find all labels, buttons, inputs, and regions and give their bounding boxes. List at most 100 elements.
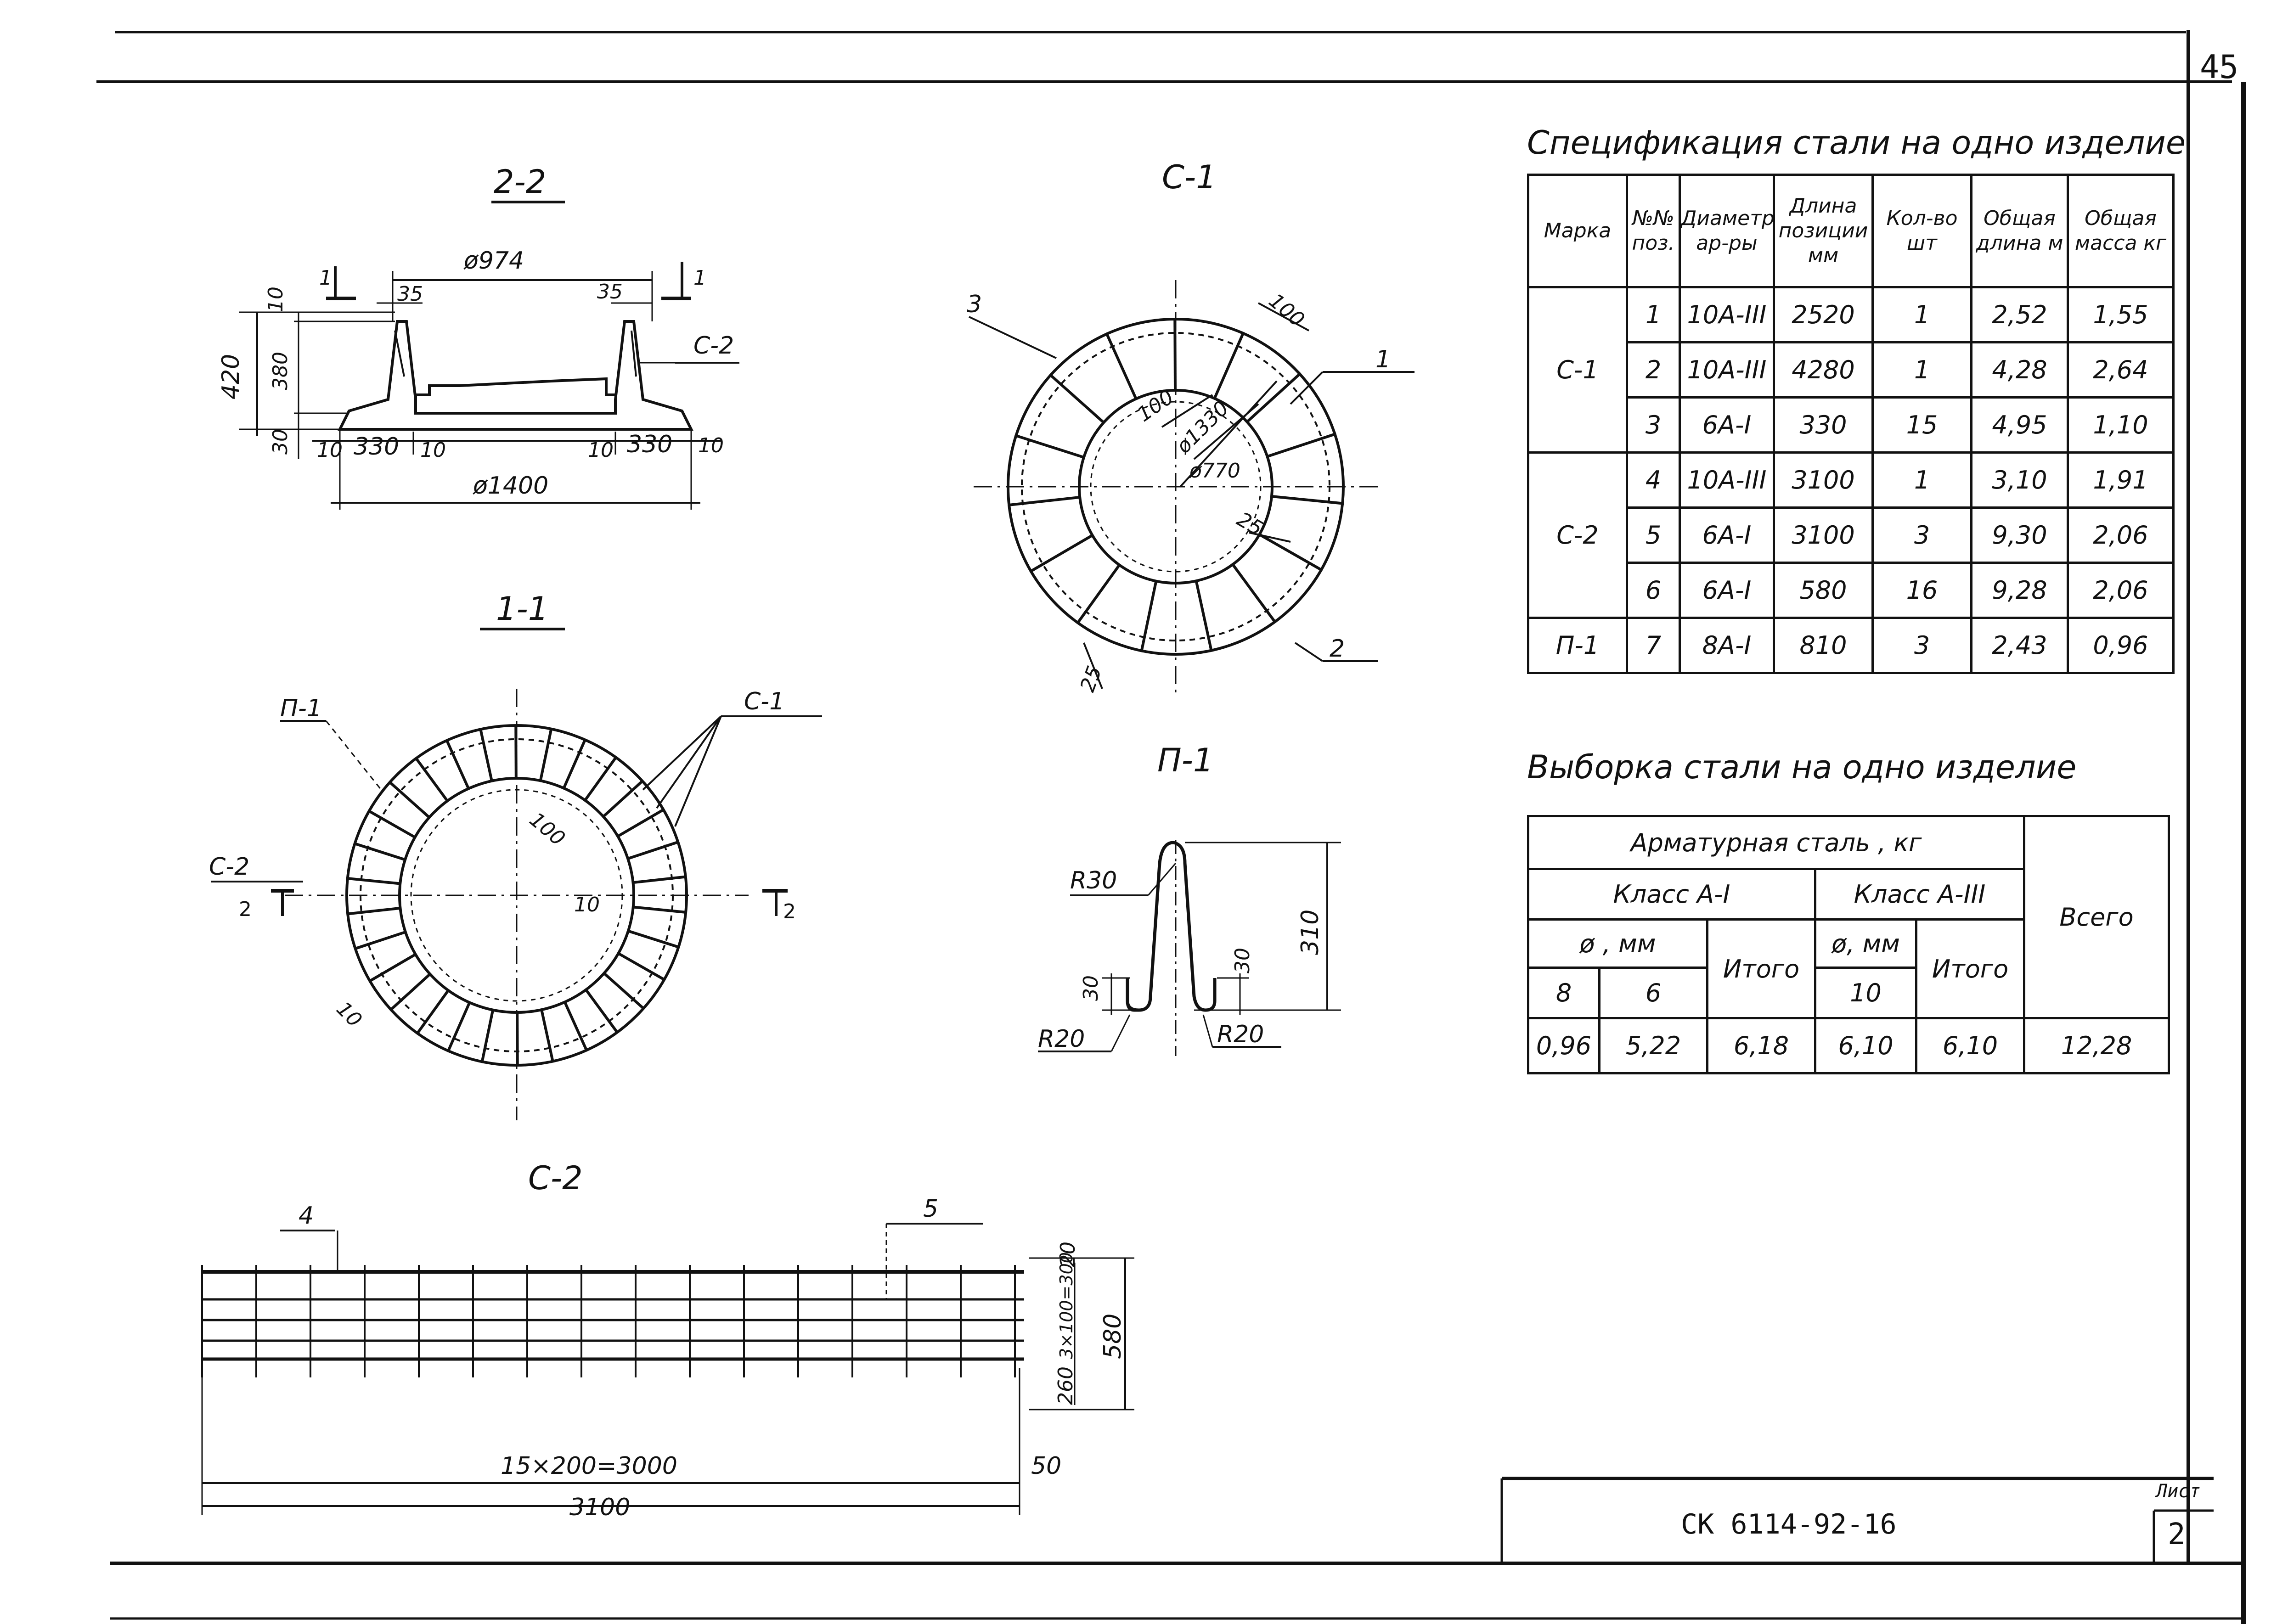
radial-bar [446, 1002, 471, 1052]
spec-r4-totlen: 3,10 [1970, 451, 2069, 509]
spec-h-dia: Диаметр ар-ры [1679, 174, 1775, 288]
spec-r6-len: 580 [1773, 562, 1874, 619]
p1-dim-310: 310 [1296, 910, 1324, 955]
dim-10-plan-b: 10 [332, 997, 366, 1032]
c1-dim-d770: ø770 [1189, 459, 1240, 483]
spec-r3-pos: 3 [1626, 396, 1681, 454]
mark-1-left: 1 [319, 266, 332, 290]
spec-r1-qty: 1 [1871, 286, 1972, 343]
spec-r7-pos: 7 [1626, 617, 1681, 674]
spec-r6-totlen: 9,28 [1970, 562, 2069, 619]
drawing-code: СК 6114-92-16 [1681, 1508, 1897, 1540]
c2-dim-20: 20 [1056, 1242, 1080, 1267]
spec-table: Марка №№ поз. Диаметр ар-ры Длина позици… [1527, 174, 2175, 674]
radial-bar [1258, 533, 1324, 572]
vyborka-table: Арматурная сталь , кг Всего Класс А-I Кл… [1527, 815, 2170, 1074]
radial-bar [1271, 495, 1344, 505]
c2-dim-total: 3100 [569, 1494, 630, 1521]
radial-bar [1213, 331, 1245, 399]
dim-330-a: 330 [354, 433, 399, 461]
vyborka-v8: 0,96 [1527, 1017, 1600, 1074]
spec-mark-c1: С-1 [1527, 286, 1628, 454]
mark-2-left: 2 [239, 898, 252, 921]
spec-r5-totlen: 9,30 [1970, 506, 2069, 564]
c1-dim-d1330: ø1330 [1172, 396, 1234, 458]
vyborka-it1: 6,18 [1706, 1017, 1816, 1074]
spec-r5-dia: 6А-I [1679, 506, 1775, 564]
spec-r1-mass: 1,55 [2067, 286, 2175, 343]
dim-10-d: 10 [698, 434, 724, 457]
spec-r7-qty: 3 [1871, 617, 1972, 674]
spec-r2-pos: 2 [1626, 341, 1681, 399]
mark-p1-plan: П-1 [280, 695, 322, 722]
c1-pos2: 2 [1330, 635, 1345, 663]
vyborka-class3: Класс А-III [1814, 868, 2026, 921]
radial-bar [539, 728, 553, 781]
radial-bar [388, 781, 430, 819]
dim-380: 380 [269, 352, 292, 390]
mark-1-right: 1 [693, 266, 706, 290]
spec-r6-pos: 6 [1626, 562, 1681, 619]
spec-h-mass: Общая масса кг [2067, 174, 2175, 288]
spec-title: Спецификация стали на одно изделие [1527, 124, 2186, 162]
vyborka-vsego: Всего [2023, 815, 2170, 1019]
spec-r5-len: 3100 [1773, 506, 1874, 564]
spec-r7-mass: 0,96 [2067, 617, 2175, 674]
radial-bar [584, 756, 618, 801]
c1-dim-100-top: 100 [1264, 289, 1309, 332]
spec-mark-p1: П-1 [1527, 617, 1628, 674]
radial-bar [389, 973, 431, 1011]
dim-100-plan: 100 [525, 808, 569, 850]
radial-bar [633, 875, 687, 884]
radial-bar [354, 931, 406, 950]
sheet-label: Лист [2156, 1481, 2201, 1502]
radial-bar [1029, 534, 1093, 573]
c2-dim-580: 580 [1099, 1314, 1127, 1359]
mark-2-right: 2 [783, 900, 796, 923]
p1-dim-30a: 30 [1079, 975, 1103, 1001]
radial-bar [627, 929, 680, 949]
sheet-num: 2 [2168, 1517, 2186, 1551]
dim-10-c: 10 [588, 438, 614, 462]
spec-r4-len: 3100 [1773, 451, 1874, 509]
vyborka-d6: 6 [1598, 967, 1708, 1019]
radial-bar [1007, 495, 1080, 507]
sheet-number-top: 45 [2200, 48, 2238, 86]
c1-dim-25b: 25 [1076, 663, 1106, 695]
spec-r6-dia: 6А-I [1679, 562, 1775, 619]
mark-c2-plan: С-2 [209, 853, 249, 881]
spec-r4-mass: 1,91 [2067, 451, 2175, 509]
c1-pos3: 3 [967, 291, 982, 318]
radial-bar [445, 739, 470, 789]
spec-h-len: Длина позиции мм [1773, 174, 1874, 288]
sheet-frame [96, 30, 2246, 1624]
spec-h-totlen: Общая длина м [1970, 174, 2069, 288]
radial-bar [416, 989, 450, 1035]
spec-r1-dia: 10А-III [1679, 286, 1775, 343]
radial-bar [1048, 373, 1105, 424]
spec-r2-totlen: 4,28 [1970, 341, 2069, 399]
c2-dim-50: 50 [1031, 1452, 1061, 1480]
p1-dim-30b: 30 [1231, 948, 1254, 973]
radial-bar [1076, 564, 1121, 625]
dim-35-left: 35 [397, 282, 423, 306]
dim-35-right: 35 [597, 280, 623, 303]
radial-bar [564, 1001, 588, 1052]
spec-r2-len: 4280 [1773, 341, 1874, 399]
radial-bar [617, 808, 665, 838]
radial-bar [1231, 563, 1277, 624]
spec-r5-pos: 5 [1626, 506, 1681, 564]
spec-r3-mass: 1,10 [2067, 396, 2175, 454]
c1-pos1: 1 [1375, 346, 1391, 373]
vyborka-title: Выборка стали на одно изделие [1527, 748, 2077, 786]
vyborka-d8: 8 [1527, 967, 1600, 1019]
radial-bar [1195, 580, 1213, 652]
spec-r3-qty: 15 [1871, 396, 1972, 454]
spec-r7-len: 810 [1773, 617, 1874, 674]
c2-pos5: 5 [923, 1195, 938, 1223]
radial-bar [617, 952, 666, 982]
mark-c2-2-2: С-2 [693, 332, 734, 360]
spec-h-mark: Марка [1527, 174, 1628, 288]
c2-dim-span: 15×200=3000 [501, 1452, 677, 1480]
section-1-1-title: 1-1 [496, 590, 548, 628]
